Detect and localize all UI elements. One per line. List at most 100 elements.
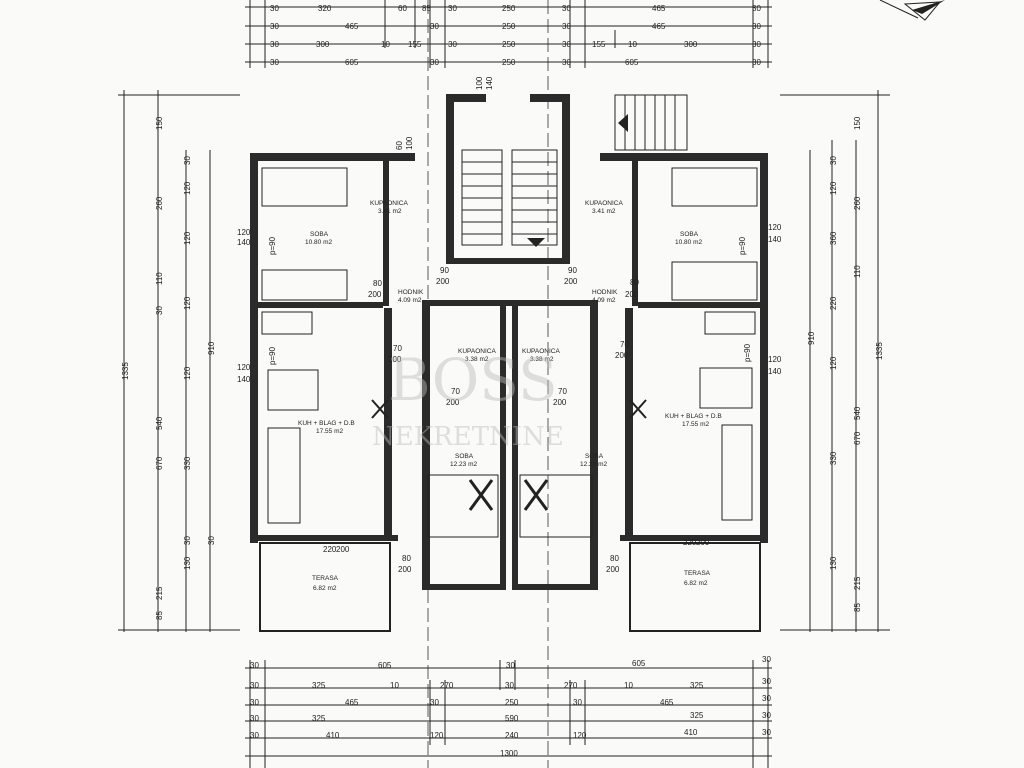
dim-top-33: 605	[625, 58, 639, 67]
dim-right-85: 85	[853, 603, 862, 612]
dim-bot-33: 30	[762, 728, 771, 737]
dim-left-30d: 30	[207, 536, 216, 545]
dim-bot-4: 605	[632, 659, 646, 668]
room-hod-left-name: HODNIK	[398, 289, 424, 296]
dim-bot-30: 240	[505, 731, 519, 740]
dim-top-19: 10	[381, 40, 390, 49]
dim-left-1335: 1335	[121, 362, 130, 380]
room-soba-left-area: 10.80 m2	[305, 239, 332, 246]
dim-top-12: 30	[430, 22, 439, 31]
dim-left-120c: 120	[183, 366, 192, 380]
room-terasa-right-name: TERASA	[684, 570, 711, 577]
dim-bot-17: 30	[430, 698, 439, 707]
dim-top-23: 30	[562, 40, 571, 49]
room-kup-midright-name: KUPAONICA	[522, 348, 560, 355]
opening-80-hod-right: 80	[630, 278, 639, 287]
dim-bot-11: 270	[564, 681, 578, 690]
dim-right-110: 110	[853, 265, 862, 278]
dim-right-540: 540	[853, 406, 862, 420]
opening-120-right2: 120	[768, 355, 782, 364]
parapet-right2: p=90	[743, 343, 752, 362]
stair-140: 140	[485, 76, 494, 90]
dim-right-120a: 120	[829, 181, 838, 195]
opening-80-ter-left: 80	[402, 554, 411, 563]
dim-bot-22: 30	[250, 714, 259, 723]
furniture-middle	[427, 474, 593, 538]
parapet-right: p=90	[738, 236, 747, 255]
dim-bot-3: 30	[506, 661, 515, 670]
dim-right-260: 260	[853, 196, 862, 210]
dim-bot-19: 30	[573, 698, 582, 707]
opening-120-left: 120	[237, 228, 251, 237]
stairs-icon	[461, 94, 688, 247]
dim-bot-15: 30	[250, 698, 259, 707]
room-terasa-left-name: TERASA	[312, 575, 339, 582]
opening-200-left: 200	[436, 277, 450, 286]
opening-200-ter-left2: 200	[398, 565, 412, 574]
room-hod-right-name: HODNIK	[592, 289, 618, 296]
room-soba-left-name: SOBA	[310, 231, 329, 238]
dim-top-16: 30	[752, 22, 761, 31]
dim-bot-32: 410	[684, 728, 698, 737]
opening-80-hod-left: 80	[373, 279, 382, 288]
dim-bot-23: 325	[312, 714, 326, 723]
room-kup-right-name: KUPAONICA	[585, 200, 623, 207]
dim-top-6: 250	[502, 4, 516, 13]
room-kuh-left-area: 17.55 m2	[316, 428, 343, 435]
left-dimensions: 1335 150 260 110 30 540 670 215 85 30 12…	[118, 90, 240, 632]
dim-left-220: 120	[183, 296, 192, 310]
dim-left-30c: 30	[183, 536, 192, 545]
opening-140-right2: 140	[768, 367, 782, 376]
opening-220-right: 220	[683, 538, 697, 547]
room-terasa-right-area: 6.82 m2	[684, 580, 708, 587]
dim-top-5: 30	[448, 4, 457, 13]
dim-top-25: 10	[628, 40, 637, 49]
dim-bot-5: 30	[762, 655, 771, 664]
dim-top-2: 320	[318, 4, 332, 13]
room-kuh-right-name: KUH + BLAG + D.B	[665, 413, 722, 420]
watermark-line1: BOSS	[388, 346, 558, 414]
opening-200-mid-left: 200	[446, 398, 460, 407]
dim-left-85: 85	[155, 611, 164, 620]
dim-left-540: 540	[155, 416, 164, 430]
stair-60: 60	[395, 141, 404, 150]
dim-left-110: 110	[155, 272, 164, 285]
room-kuh-right-area: 17.55 m2	[682, 421, 709, 428]
dim-top-4: 85	[422, 4, 431, 13]
parapet-left2: p=90	[268, 346, 277, 365]
dim-left-120b: 120	[183, 231, 192, 245]
dim-left-910: 910	[207, 341, 216, 355]
right-dimensions: 910 30 120 360 220 120 330 130 150 260 1…	[780, 90, 890, 632]
walls	[250, 94, 768, 590]
room-kup-midleft-area: 3.38 m2	[465, 356, 489, 363]
dim-right-330: 330	[829, 451, 838, 465]
opening-200-hod-right: 200	[625, 290, 639, 299]
dim-top-34: 30	[752, 58, 761, 67]
opening-labels: 120 140 120 140 120 140 120 140 90 200 9…	[237, 76, 782, 574]
dim-right-670: 670	[853, 431, 862, 445]
dim-bot-26: 30	[762, 711, 771, 720]
dim-bot-31: 120	[573, 731, 587, 740]
opening-200-ter-left: 200	[336, 545, 350, 554]
dim-right-360: 360	[829, 231, 838, 245]
opening-200-ter-right2: 200	[606, 565, 620, 574]
furniture-right	[629, 167, 758, 521]
dim-top-20: 155	[408, 40, 422, 49]
dim-left-150: 150	[155, 116, 164, 130]
north-arrow-icon	[879, 0, 945, 21]
dim-top-24: 155	[592, 40, 606, 49]
dim-left-215: 215	[155, 586, 164, 600]
watermark: BOSS NEKRETNINE	[372, 346, 564, 452]
dim-top-7: 30	[562, 4, 571, 13]
dim-top-29: 605	[345, 58, 359, 67]
dim-top-11: 465	[345, 22, 359, 31]
dim-bot-14: 30	[762, 677, 771, 686]
stair-100b: 100	[405, 136, 414, 150]
dim-right-1335: 1335	[875, 342, 884, 360]
opening-200-mid-right: 200	[553, 398, 567, 407]
dim-bot-28: 410	[326, 731, 340, 740]
dim-top-17: 30	[270, 40, 279, 49]
dim-top-22: 250	[502, 40, 516, 49]
room-kup-midright-area: 3.38 m2	[530, 356, 554, 363]
